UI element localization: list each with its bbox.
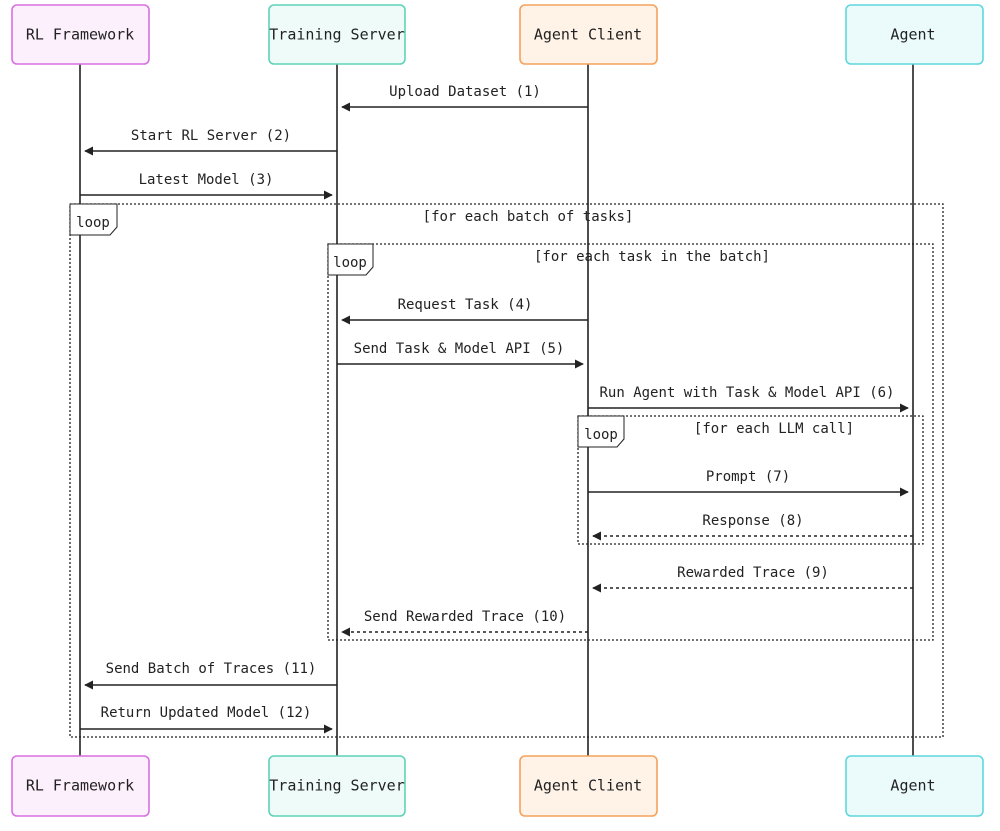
message-label: Send Rewarded Trace (10): [364, 609, 566, 625]
loop-condition: [for each LLM call]: [694, 421, 854, 437]
message-label: Latest Model (3): [139, 172, 274, 188]
message-send-task-model-api: Send Task & Model API (5): [337, 341, 584, 369]
loop-tag: loop: [76, 215, 110, 231]
message-send-batch-of-traces: Send Batch of Traces (11): [84, 661, 337, 690]
actor-box-agent-bottom: Agent: [845, 755, 984, 817]
message-latest-model: Latest Model (3): [80, 172, 333, 200]
actor-label: RL Framework: [26, 777, 134, 795]
message-label: Return Updated Model (12): [101, 705, 312, 721]
loop-tag: loop: [333, 255, 367, 271]
actor-label: Training Server: [269, 26, 404, 44]
loop-frame-outer: loop [for each batch of tasks]: [69, 203, 944, 738]
actor-box-training-server-bottom: Training Server: [268, 755, 406, 817]
message-label: Send Batch of Traces (11): [106, 661, 317, 677]
actor-box-training-server-top: Training Server: [268, 4, 406, 65]
message-rewarded-trace: Rewarded Trace (9): [592, 565, 913, 593]
actor-label: Agent Client: [534, 26, 642, 44]
message-return-updated-model: Return Updated Model (12): [80, 705, 333, 734]
actor-box-rl-framework-top: RL Framework: [11, 4, 150, 65]
loop-tag: loop: [584, 427, 618, 443]
message-upload-dataset: Upload Dataset (1): [341, 84, 588, 112]
actor-box-agent-top: Agent: [845, 4, 984, 65]
message-label: Start RL Server (2): [131, 128, 291, 144]
message-label: Prompt (7): [706, 469, 790, 485]
actor-label: Agent: [890, 26, 935, 44]
message-send-rewarded-trace: Send Rewarded Trace (10): [341, 609, 588, 637]
actor-box-agent-client-bottom: Agent Client: [519, 755, 658, 817]
loop-condition: [for each task in the batch]: [534, 249, 770, 265]
message-response: Response (8): [592, 513, 913, 541]
actor-label: Agent Client: [534, 777, 642, 795]
message-label: Send Task & Model API (5): [354, 341, 565, 357]
message-label: Run Agent with Task & Model API (6): [599, 385, 894, 401]
actor-box-rl-framework-bottom: RL Framework: [11, 755, 150, 817]
loop-condition: [for each batch of tasks]: [423, 209, 634, 225]
message-label: Response (8): [702, 513, 803, 529]
actor-label: RL Framework: [26, 26, 134, 44]
message-request-task: Request Task (4): [341, 297, 588, 325]
message-start-rl-server: Start RL Server (2): [84, 128, 337, 156]
actor-box-agent-client-top: Agent Client: [519, 4, 658, 65]
loop-frame-inner: loop [for each LLM call]: [577, 415, 924, 545]
message-prompt: Prompt (7): [588, 469, 909, 497]
actor-label: Training Server: [269, 777, 404, 795]
actor-label: Agent: [890, 777, 935, 795]
message-run-agent: Run Agent with Task & Model API (6): [588, 385, 909, 413]
loop-frame-middle: loop [for each task in the batch]: [327, 243, 934, 641]
message-label: Rewarded Trace (9): [677, 565, 829, 581]
message-label: Request Task (4): [398, 297, 533, 313]
message-label: Upload Dataset (1): [389, 84, 541, 100]
